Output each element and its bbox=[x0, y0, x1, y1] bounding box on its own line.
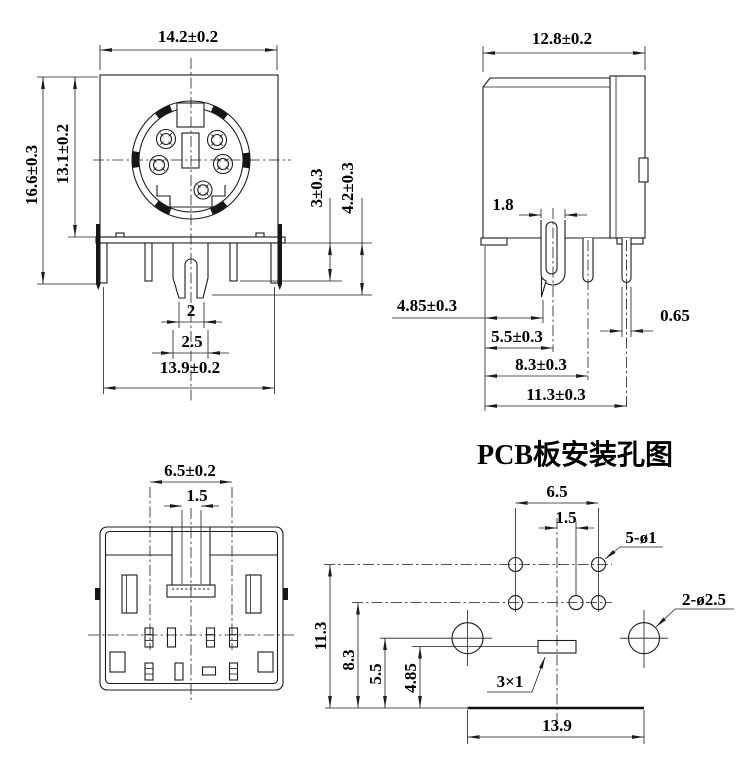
label-small-holes: 5-ø1 bbox=[625, 528, 656, 547]
dim-text-front-post-tip-width: 2 bbox=[187, 301, 196, 320]
dim-text-side-pin2-offset: 8.3±0.3 bbox=[515, 355, 567, 374]
housing-latch-notch bbox=[638, 157, 649, 183]
shield-side bbox=[482, 77, 611, 239]
dim-text-side-width-top: 12.8±0.2 bbox=[532, 29, 592, 48]
flange bbox=[95, 236, 286, 244]
side-bump bbox=[95, 588, 100, 600]
dim-text-pcb-slot-offset: 4.85 bbox=[401, 663, 420, 693]
side-slot bbox=[121, 574, 138, 614]
pcb-diagram-title: PCB板安装孔图 bbox=[477, 439, 673, 471]
label-large-holes: 2-ø2.5 bbox=[682, 590, 726, 609]
leader-large-holes bbox=[655, 608, 676, 628]
dim-text-front-width-bottom: 13.9±0.2 bbox=[160, 358, 220, 377]
dim-text-side-post-offset: 4.85±0.3 bbox=[397, 296, 457, 315]
pin-slot bbox=[144, 627, 154, 648]
solder-pin bbox=[144, 242, 153, 282]
leader-slot bbox=[531, 656, 546, 693]
pin-slot bbox=[228, 627, 239, 648]
dim-text-front-leg-length: 4.2±0.3 bbox=[338, 162, 357, 214]
dim-text-bottom-channel-span: 6.5±0.2 bbox=[164, 461, 216, 480]
dim-text-pcb-big-hole-pitch: 13.9 bbox=[542, 716, 572, 735]
dim-text-side-post-width: 1.8 bbox=[492, 195, 513, 214]
anchor-post bbox=[172, 242, 209, 299]
key-notch-top bbox=[176, 102, 205, 128]
dim-text-side-pin3-offset: 11.3±0.3 bbox=[526, 385, 585, 404]
anchor-post-slot bbox=[545, 221, 558, 275]
anchor-post-spike bbox=[540, 276, 547, 298]
label-slot: 3×1 bbox=[497, 672, 524, 691]
din-pin-hole bbox=[155, 128, 177, 150]
flange-tab bbox=[115, 232, 125, 238]
bottom-view: 6.5±0.2 1.5 bbox=[88, 461, 296, 702]
dim-text-pcb-row-mid: 8.3 bbox=[339, 649, 358, 670]
pin-slot bbox=[144, 662, 154, 681]
pin-slot bbox=[174, 662, 184, 681]
pcb-hole-diagram: PCB板安装孔图 6.5 1.5 11.3 8.3 bbox=[311, 439, 734, 744]
shield-foot bbox=[480, 237, 508, 246]
anchor-slot bbox=[201, 666, 217, 676]
leader-small-holes bbox=[604, 546, 621, 560]
mount-leg bbox=[99, 242, 108, 284]
mount-leg bbox=[270, 242, 279, 284]
side-slot bbox=[245, 574, 262, 614]
housing-foot bbox=[630, 237, 644, 245]
din-pin-hole bbox=[212, 153, 234, 175]
din-pin-hole bbox=[206, 129, 228, 151]
side-bump bbox=[283, 588, 288, 600]
board-lock-tab-right bbox=[277, 224, 282, 290]
flange-tab bbox=[255, 232, 265, 238]
dim-text-front-post-width: 2.5 bbox=[181, 332, 202, 351]
dim-text-bottom-channel-width: 1.5 bbox=[186, 486, 207, 505]
din-pin-hole bbox=[148, 154, 170, 176]
dim-text-pcb-big-hole-offset: 5.5 bbox=[366, 663, 385, 684]
dim-text-pcb-hole-offset: 1.5 bbox=[555, 508, 576, 527]
dim-text-pcb-row-top: 11.3 bbox=[311, 622, 330, 651]
corner-notch bbox=[257, 651, 274, 673]
key-notch-bottom bbox=[156, 185, 226, 208]
dim-text-front-height-body: 13.1±0.2 bbox=[53, 124, 72, 184]
pin-slot bbox=[166, 627, 177, 648]
solder-pin bbox=[229, 242, 238, 282]
center-key-slot bbox=[181, 132, 200, 169]
dim-text-front-pin-length: 3±0.3 bbox=[307, 168, 326, 207]
pin-slot bbox=[228, 662, 239, 681]
side-view: 12.8±0.2 1.8 4.85±0.3 5.5±0.3 8.3±0.3 11… bbox=[392, 29, 690, 411]
din-pin-hole bbox=[193, 180, 213, 200]
housing-back bbox=[609, 75, 646, 239]
dim-text-front-width-top: 14.2±0.2 bbox=[158, 27, 218, 46]
dim-text-pcb-hole-span: 6.5 bbox=[546, 482, 567, 501]
dim-text-front-height-overall: 16.6±0.3 bbox=[22, 145, 41, 205]
board-lock-tab-left bbox=[96, 224, 101, 290]
dim-text-side-pin-diameter: 0.65 bbox=[660, 306, 690, 325]
dim-text-side-post-center-offset: 5.5±0.3 bbox=[491, 327, 543, 346]
front-view: 14.2±0.2 16.6±0.3 13.1±0.2 3±0.3 4.2±0.3… bbox=[22, 27, 372, 402]
pin-slot bbox=[205, 627, 216, 648]
corner-notch bbox=[109, 651, 126, 673]
